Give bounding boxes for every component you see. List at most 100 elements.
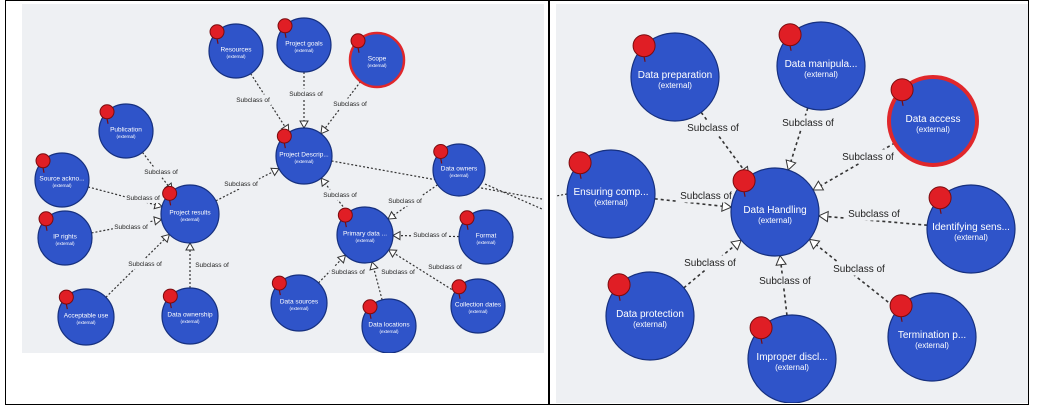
node-circle[interactable] bbox=[208, 23, 264, 79]
annotation-pin-icon bbox=[928, 186, 952, 214]
pin-tail bbox=[618, 295, 621, 301]
node-ip-rights[interactable]: IP rights(external) bbox=[37, 210, 93, 266]
node-circle[interactable] bbox=[336, 206, 394, 264]
node-circle[interactable] bbox=[276, 17, 332, 73]
node-circle[interactable] bbox=[730, 167, 820, 257]
node-publication[interactable]: Publication(external) bbox=[98, 103, 154, 159]
node-collection-dates[interactable]: Collection dates(external) bbox=[450, 278, 506, 334]
node-circle[interactable] bbox=[270, 274, 328, 332]
node-circle[interactable] bbox=[630, 32, 720, 122]
edge-label-bg bbox=[831, 261, 887, 276]
edge-label: Subclass of bbox=[331, 269, 365, 276]
node-circle[interactable] bbox=[57, 288, 115, 346]
node-acceptable-use[interactable]: Acceptable use(external) bbox=[57, 288, 115, 346]
node-label: Ensuring comp... bbox=[573, 187, 648, 198]
node-label: Data sources bbox=[280, 299, 319, 306]
right-nodes: Data preparation(external)Data manipula.… bbox=[566, 21, 1016, 403]
node-circle[interactable] bbox=[450, 278, 506, 334]
node-circle[interactable] bbox=[566, 149, 656, 239]
subclass-edge bbox=[388, 249, 456, 293]
node-data-locations[interactable]: Data locations(external) bbox=[361, 298, 417, 353]
annotation-pin-icon bbox=[58, 289, 74, 310]
node-improper-discl[interactable]: Improper discl...(external) bbox=[747, 314, 837, 403]
pin-head bbox=[362, 299, 378, 315]
subclass-arrowhead bbox=[153, 216, 163, 226]
node-format[interactable]: Format(external) bbox=[458, 209, 514, 265]
node-project-descrip[interactable]: Project Descrip...(external) bbox=[275, 127, 333, 185]
subclass-arrowhead bbox=[387, 249, 398, 259]
pin-head bbox=[35, 153, 51, 169]
node-circle[interactable] bbox=[160, 184, 220, 244]
subclass-arrowhead bbox=[808, 238, 821, 250]
node-sublabel: (external) bbox=[594, 198, 628, 207]
node-sublabel: (external) bbox=[775, 363, 809, 372]
edge-label-bg bbox=[426, 261, 464, 272]
node-project-goals[interactable]: Project goals(external) bbox=[276, 17, 332, 73]
node-sublabel: (external) bbox=[916, 125, 950, 134]
edge-label-bg bbox=[386, 195, 424, 206]
node-primary-data[interactable]: Primary data ...(external) bbox=[336, 206, 394, 264]
left-graph-canvas[interactable]: Subclass of Subclass of Subclass of Subclas… bbox=[22, 4, 544, 353]
node-project-results[interactable]: Project results(external) bbox=[160, 184, 220, 244]
node-data-ownership[interactable]: Data ownership(external) bbox=[161, 287, 219, 345]
subclass-arrowhead bbox=[320, 177, 330, 188]
annotation-pin-icon bbox=[271, 275, 287, 296]
node-circle[interactable] bbox=[458, 209, 514, 265]
edge-label-bg bbox=[757, 273, 813, 288]
node-scope[interactable]: Scope(external) bbox=[348, 31, 406, 89]
node-data-owners[interactable]: Data owners(external) bbox=[432, 143, 486, 197]
node-resources[interactable]: Resources(external) bbox=[208, 23, 264, 79]
node-data-protection[interactable]: Data protection(external) bbox=[605, 271, 695, 361]
node-circle[interactable] bbox=[34, 152, 90, 208]
node-data-manipula[interactable]: Data manipula...(external) bbox=[776, 21, 866, 111]
node-circle[interactable] bbox=[161, 287, 219, 345]
node-label: Data preparation bbox=[638, 70, 713, 81]
node-sublabel: (external) bbox=[449, 173, 469, 178]
node-circle[interactable] bbox=[776, 21, 866, 111]
node-ensuring-comp[interactable]: Ensuring comp...(external) bbox=[566, 149, 656, 239]
node-circle[interactable] bbox=[432, 143, 486, 197]
node-sublabel: (external) bbox=[915, 341, 949, 350]
node-sublabel: (external) bbox=[294, 48, 314, 53]
node-sublabel: (external) bbox=[468, 309, 488, 314]
pin-head bbox=[889, 294, 913, 318]
subclass-arrowhead bbox=[270, 167, 280, 177]
subclass-arrowhead bbox=[320, 124, 330, 135]
node-circle[interactable] bbox=[275, 127, 333, 185]
node-data-handling[interactable]: Data Handling(external) bbox=[730, 167, 820, 257]
node-circle[interactable] bbox=[361, 298, 417, 353]
node-circle[interactable] bbox=[37, 210, 93, 266]
node-termination-p[interactable]: Termination p...(external) bbox=[887, 292, 977, 382]
subclass-arrowhead bbox=[785, 159, 797, 172]
node-data-access[interactable]: Data access(external) bbox=[887, 75, 979, 167]
left-ontology-graph[interactable]: Subclass of Subclass of Subclass of Subclas… bbox=[22, 4, 544, 353]
pin-tail bbox=[369, 313, 372, 319]
annotation-pin-icon bbox=[632, 34, 656, 62]
node-sublabel: (external) bbox=[226, 54, 246, 59]
pin-tail bbox=[901, 100, 904, 106]
node-sublabel: (external) bbox=[76, 320, 96, 325]
node-source-ackno[interactable]: Source ackno...(external) bbox=[34, 152, 90, 208]
node-sublabel: (external) bbox=[658, 81, 692, 90]
node-circle[interactable] bbox=[747, 314, 837, 403]
node-data-sources[interactable]: Data sources(external) bbox=[270, 274, 328, 332]
node-circle[interactable] bbox=[887, 75, 979, 167]
edge-label-bg bbox=[840, 149, 896, 164]
pin-head bbox=[350, 33, 366, 49]
node-identifying-sens[interactable]: Identifying sens...(external) bbox=[926, 184, 1016, 274]
node-circle[interactable] bbox=[98, 103, 154, 159]
edge-label-bg bbox=[112, 221, 150, 232]
node-circle[interactable] bbox=[348, 31, 406, 89]
edge-label: Subclass of bbox=[333, 101, 367, 108]
subclass-arrowhead bbox=[369, 261, 379, 271]
node-circle[interactable] bbox=[926, 184, 1016, 274]
node-circle[interactable] bbox=[605, 271, 695, 361]
edge-label: Subclass of bbox=[236, 97, 270, 104]
node-data-preparation[interactable]: Data preparation(external) bbox=[630, 32, 720, 122]
node-circle[interactable] bbox=[887, 292, 977, 382]
edge-label: Subclass of bbox=[224, 181, 258, 188]
edge-label-bg bbox=[321, 189, 359, 200]
node-label: Project goals bbox=[285, 41, 323, 48]
